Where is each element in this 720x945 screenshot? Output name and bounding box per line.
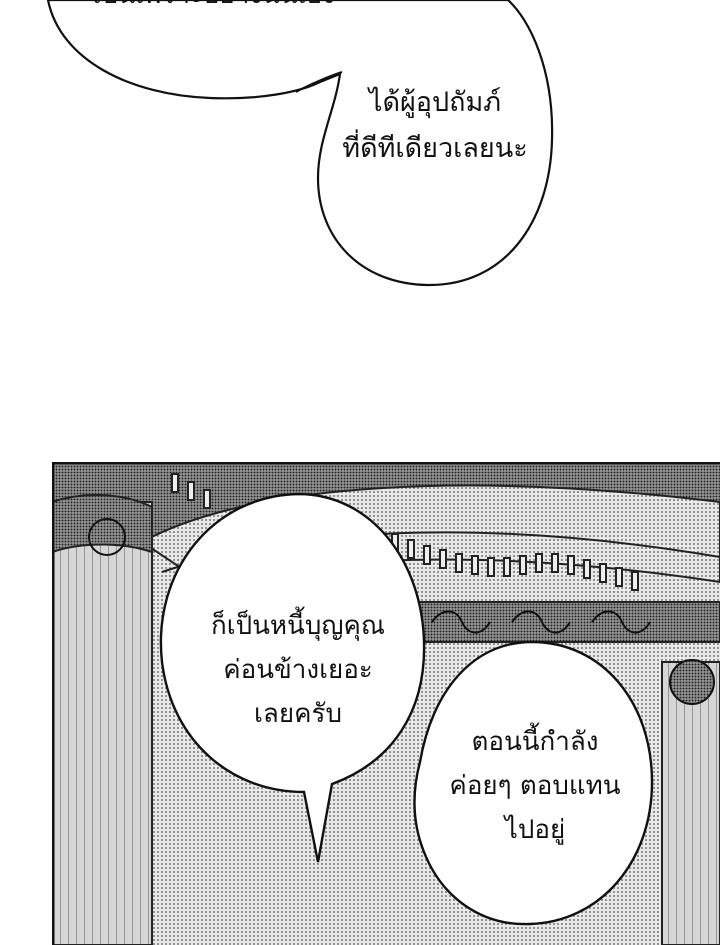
panel-left-line-2: ค่อนข้างเยอะ (223, 655, 373, 685)
panel-right-line-1: ตอนนี้กำลัง (471, 727, 599, 757)
top-right-bubble-text: ได้ผู้อุปถัมภ์ ที่ดีทีเดียวเลยนะ (330, 80, 540, 172)
top-right-line-1: ได้ผู้อุปถัมภ์ (368, 87, 502, 118)
panel-right-line-2: ค่อยๆ ตอบแทน (449, 771, 621, 801)
top-left-bubble (46, 0, 554, 287)
panel-right-line-3: ไปอยู่ (504, 815, 566, 845)
panel-left-line-1: ก็เป็นหนี้บุญคุณ (211, 611, 385, 641)
top-fragment-text: ไปนี่เพราะอย่างนั้นเอง (88, 0, 335, 18)
panel-left-bubble (159, 492, 426, 863)
panel-artwork (52, 462, 720, 945)
panel-right-bubble-text: ตอนนี้กำลัง ค่อยๆ ตอบแทน ไปอยู่ (422, 720, 648, 852)
top-right-line-2: ที่ดีทีเดียวเลยนะ (342, 133, 528, 164)
panel-left-bubble-text: ก็เป็นหนี้บุญคุณ ค่อนข้างเยอะ เลยครับ (180, 604, 416, 736)
panel-left-line-3: เลยครับ (254, 699, 342, 729)
comic-panel: ก็เป็นหนี้บุญคุณ ค่อนข้างเยอะ เลยครับ ตอ… (52, 462, 720, 945)
panel-right-bubble (413, 640, 654, 926)
